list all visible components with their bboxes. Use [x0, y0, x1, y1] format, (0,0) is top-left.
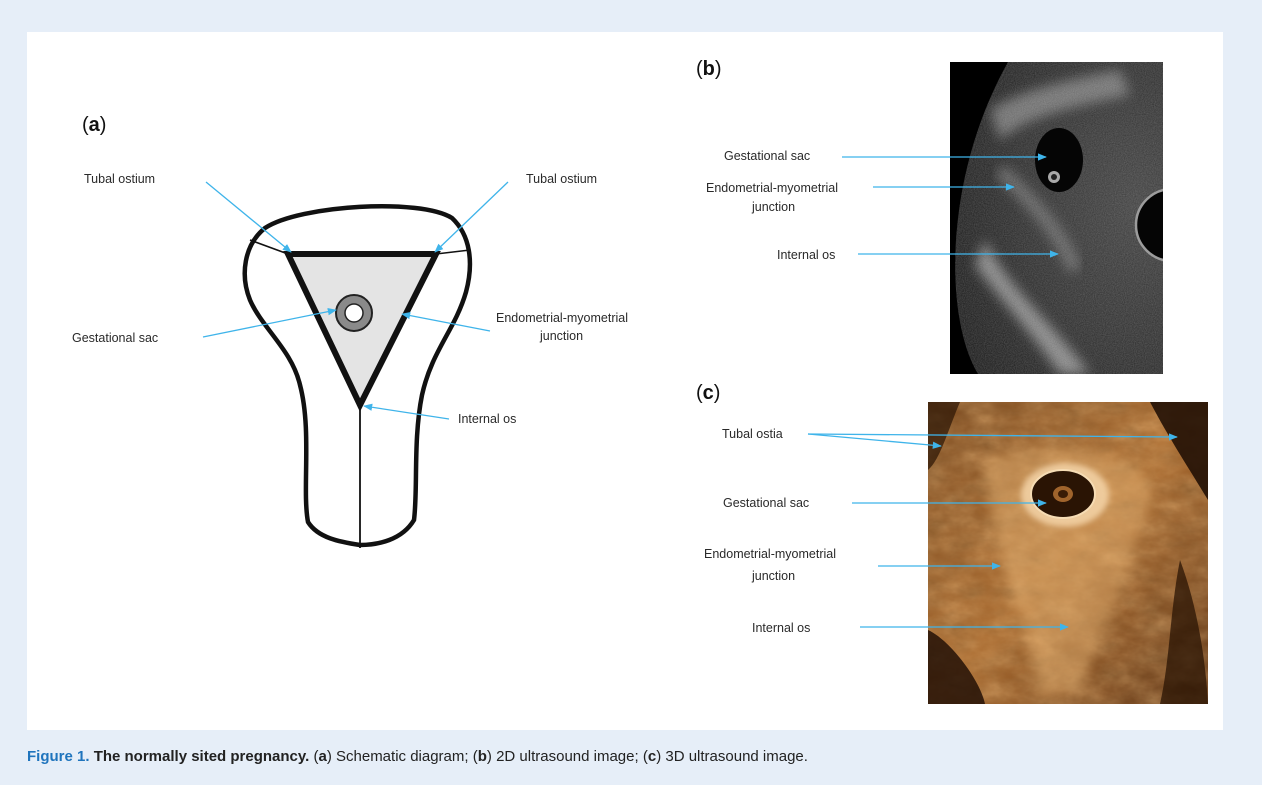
figure-title: The normally sited pregnancy. [94, 748, 310, 765]
caption-part-a-letter: a [318, 748, 326, 765]
figure-number: Figure 1. [27, 748, 90, 765]
arrow-a-tubal-ostium-right [435, 182, 508, 252]
figure-caption: Figure 1. The normally sited pregnancy. … [27, 748, 808, 765]
arrow-c-tubal-ostia-right [808, 434, 1177, 437]
arrow-a-tubal-ostium-left [206, 182, 291, 252]
arrow-c-tubal-ostia-left [808, 434, 941, 446]
arrow-a-internal-os [364, 406, 449, 419]
caption-part-a-text: Schematic diagram; [336, 748, 469, 765]
arrow-a-emj [402, 314, 490, 331]
arrow-a-gestational-sac [203, 310, 336, 337]
caption-part-b-letter: b [478, 748, 487, 765]
caption-part-c-letter: c [648, 748, 656, 765]
caption-part-c-text: 3D ultrasound image. [665, 748, 808, 765]
caption-part-b-text: 2D ultrasound image; [496, 748, 639, 765]
